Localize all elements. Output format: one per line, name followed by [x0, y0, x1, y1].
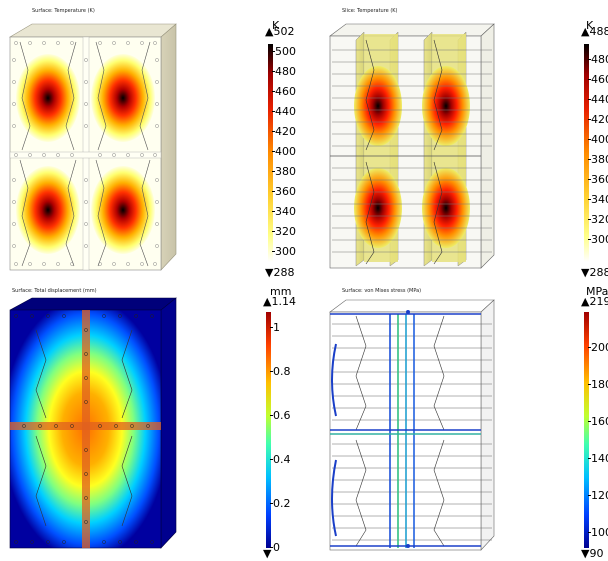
- colorbar-displacement: mm ▲1.14 1 0.8 0.6 0.4 0.2 0 ▼: [263, 285, 300, 561]
- graphics-viewport[interactable]: [316, 290, 584, 558]
- colorbar-tick-label: 200: [588, 342, 608, 353]
- panel-title: Surface: Total displacement (mm): [12, 288, 97, 294]
- colorbar-tick-label: 340: [588, 194, 608, 205]
- colorbar-stress: MPa ▲219 200 180 160 140 120 100 ▼90: [581, 285, 608, 561]
- colorbar-tick-label: 360: [272, 185, 296, 198]
- panel-von-mises-stress: Surface: von Mises stress (MPa) MPa ▲2: [316, 282, 608, 561]
- colorbar-tick-label: 400: [272, 145, 296, 158]
- colorbar-gradient: [584, 44, 589, 262]
- colorbar-temperature: K ▲502 500 480 460 440 420 400 380 360 340 320 300…: [265, 19, 300, 282]
- colorbar-tick-label: 300: [272, 245, 296, 258]
- colorbar-tick-label: 440: [272, 105, 296, 118]
- colorbar-tick-label: 500: [272, 45, 296, 58]
- colorbar-tick-label: 360: [588, 174, 608, 185]
- panel-title: Slice: Temperature (K): [342, 8, 398, 14]
- graphics-viewport[interactable]: [316, 10, 586, 280]
- colorbar-tick-label: 320: [272, 225, 296, 238]
- colorbar-min-label: ▼288: [265, 266, 295, 279]
- colorbar-gradient: [266, 312, 271, 548]
- panel-title: Surface: von Mises stress (MPa): [342, 288, 422, 294]
- graphics-viewport[interactable]: [0, 10, 265, 280]
- colorbar-tick-label: 460: [272, 85, 296, 98]
- colorbar-tick-label: 140: [588, 453, 608, 464]
- colorbar-min-label: ▼: [263, 547, 272, 560]
- colorbar-tick-label: 480: [588, 54, 608, 65]
- colorbar-tick-label: 320: [588, 214, 608, 225]
- colorbar-tick-label: 420: [588, 114, 608, 125]
- colorbar-tick-label: 0: [270, 541, 280, 554]
- colorbar-tick-label: 100: [588, 527, 608, 538]
- colorbar-tick-label: 300: [588, 234, 608, 245]
- colorbar-tick-label: 440: [588, 94, 608, 105]
- colorbar-tick-label: 180: [588, 379, 608, 390]
- colorbar-tick-label: 400: [588, 134, 608, 145]
- colorbar-tick-label: 0.2: [270, 497, 291, 510]
- colorbar-unit: K: [272, 19, 280, 32]
- graphics-viewport[interactable]: [0, 290, 265, 558]
- colorbar-max-label: ▲488: [581, 25, 608, 38]
- panel-temperature-surface: Surface: Temperature (K): [0, 0, 300, 282]
- colorbar-tick-label: 380: [272, 165, 296, 178]
- colorbar-tick-label: 0.6: [270, 409, 291, 422]
- colorbar-tick-label: 480: [272, 65, 296, 78]
- colorbar-tick-label: 380: [588, 154, 608, 165]
- colorbar-unit: K: [586, 19, 594, 32]
- colorbar-gradient: [268, 44, 273, 262]
- colorbar-min-label: ▼288: [581, 266, 608, 279]
- colorbar-unit: mm: [270, 285, 292, 298]
- colorbar-tick-label: 460: [588, 74, 608, 85]
- panel-temperature-slice: Slice: Temperature (K): [316, 0, 608, 282]
- colorbar-tick-label: 420: [272, 125, 296, 138]
- colorbar-tick-label: 0.4: [270, 453, 291, 466]
- colorbar-tick-label: 1: [270, 321, 280, 334]
- colorbar-tick-label: 120: [588, 490, 608, 501]
- colorbar-max-label: ▲1.14: [263, 295, 296, 308]
- colorbar-unit: MPa: [586, 285, 608, 298]
- colorbar-max-label: ▲502: [265, 25, 295, 38]
- colorbar-tick-label: 160: [588, 416, 608, 427]
- colorbar-max-label: ▲219: [581, 295, 608, 308]
- panel-title: Surface: Temperature (K): [32, 8, 95, 14]
- colorbar-tick-label: 0.8: [270, 365, 291, 378]
- colorbar-min-label: ▼90: [581, 547, 604, 560]
- panel-total-displacement: Surface: Total displacement (mm): [0, 282, 300, 561]
- colorbar-gradient: [584, 312, 589, 548]
- colorbar-tick-label: 340: [272, 205, 296, 218]
- colorbar-temperature: K ▲488 480 460 440 420 400 380 360 340 320 300 ▼2…: [581, 19, 608, 282]
